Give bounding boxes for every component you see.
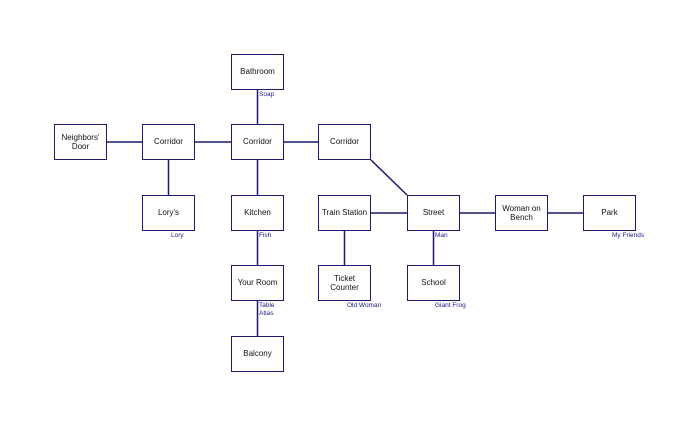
room-ticket-counter: Ticket Counter xyxy=(318,265,371,301)
room-lorys: Lory's xyxy=(142,195,195,231)
room-street: Street xyxy=(407,195,460,231)
room-bathroom: Bathroom xyxy=(231,54,284,90)
room-kitchen: Kitchen xyxy=(231,195,284,231)
room-woman-on-bench: Woman on Bench xyxy=(495,195,548,231)
items-lorys: Lory xyxy=(171,232,184,239)
room-balcony: Balcony xyxy=(231,336,284,372)
items-park: My Friends xyxy=(612,232,645,239)
room-corridor-west: Corridor xyxy=(142,124,195,160)
room-neighbors-door: Neighbors' Door xyxy=(54,124,107,160)
items-kitchen: Fish xyxy=(259,232,272,239)
connection-corridor_east-street xyxy=(370,159,408,196)
room-park: Park xyxy=(583,195,636,231)
items-street: Man xyxy=(435,232,448,239)
room-school: School xyxy=(407,265,460,301)
room-corridor-east: Corridor xyxy=(318,124,371,160)
room-corridor-center: Corridor xyxy=(231,124,284,160)
items-ticket-counter: Old Woman xyxy=(347,302,382,309)
items-school: Giant Frog xyxy=(435,302,466,309)
items-your-room: Table Atlas xyxy=(259,302,275,317)
connections xyxy=(107,90,583,336)
room-your-room: Your Room xyxy=(231,265,284,301)
items-bathroom: Soap xyxy=(259,91,275,98)
room-train-station: Train Station xyxy=(318,195,371,231)
